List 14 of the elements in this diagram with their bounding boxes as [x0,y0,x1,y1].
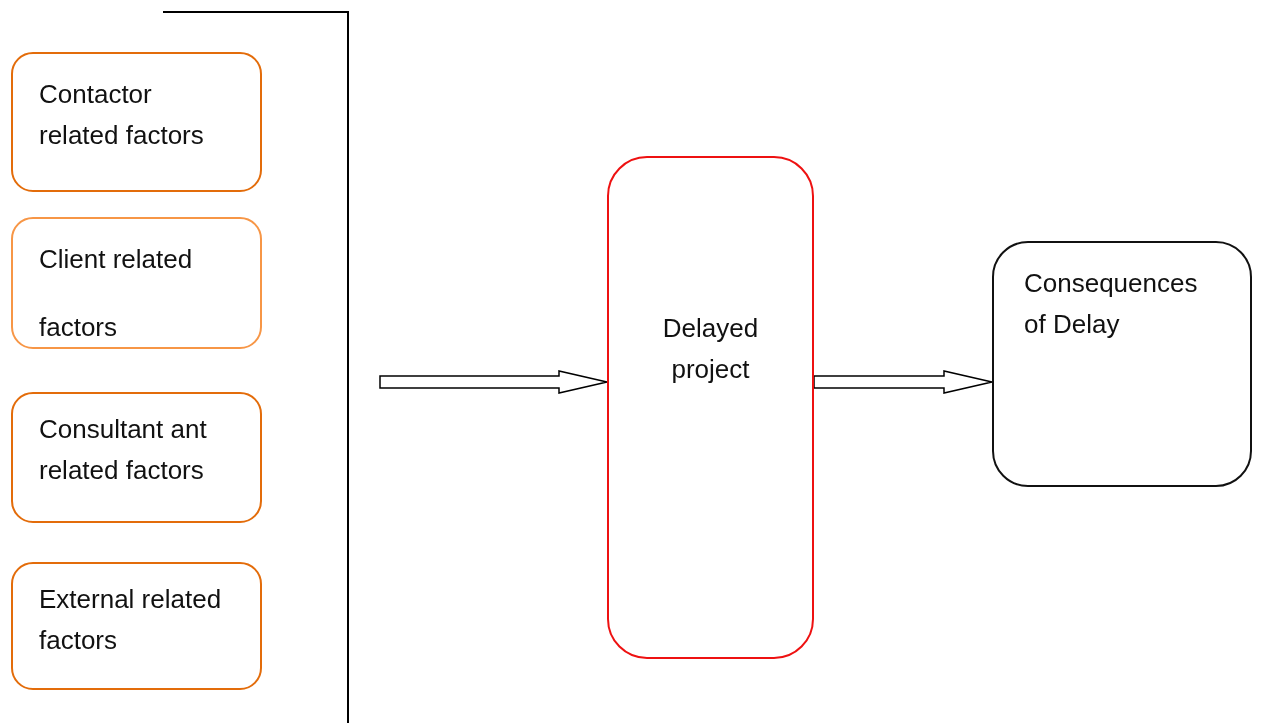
rounded-box [992,241,1252,487]
box-label: Contactor related factors [39,78,205,152]
box-label: Consequences of Delay [1024,267,1199,341]
box-label: Client related factors [39,243,194,344]
rounded-box [11,52,262,192]
box-label: Delayed project [661,312,760,386]
rounded-box [11,217,262,349]
rounded-box [607,156,814,659]
hollow-arrow [813,370,993,394]
rounded-box [11,562,262,690]
hollow-arrow [379,370,608,394]
rounded-box [11,392,262,523]
box-label: Consultant ant related factors [39,413,208,487]
box-label: External related factors [39,583,223,657]
